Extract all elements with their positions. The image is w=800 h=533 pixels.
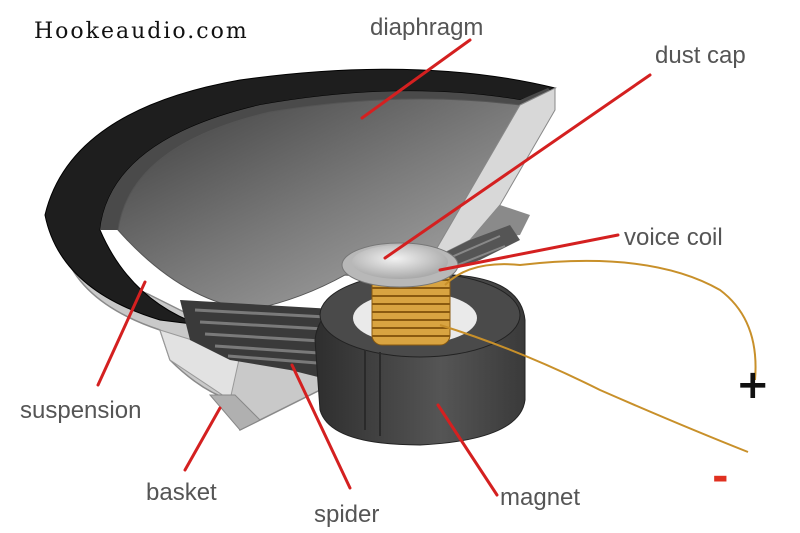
leader-basket <box>183 406 222 472</box>
leader-magnet <box>436 403 499 497</box>
label-suspension: suspension <box>20 397 141 424</box>
lead-wires <box>439 259 757 453</box>
leader-lines <box>96 38 652 497</box>
leader-spider <box>290 363 352 490</box>
leader-voice-coil <box>438 233 620 272</box>
leader-suspension <box>96 280 147 387</box>
label-magnet: magnet <box>500 484 580 511</box>
label-voice-coil: voice coil <box>624 224 723 251</box>
label-diaphragm: diaphragm <box>370 14 483 41</box>
leader-dust-cap <box>383 73 652 260</box>
diaphragm-cone <box>117 87 556 311</box>
label-plus-terminal: + <box>736 362 770 408</box>
label-basket: basket <box>146 479 217 506</box>
labels: diaphragm dust cap voice coil suspension… <box>20 14 770 528</box>
voice-coil <box>371 269 451 346</box>
label-minus-terminal: - <box>712 454 729 500</box>
dust-cap <box>341 242 459 288</box>
watermark-text: Hookeaudio.com <box>34 19 249 44</box>
label-spider: spider <box>314 501 379 528</box>
label-dust-cap: dust cap <box>655 42 746 69</box>
leader-diaphragm <box>360 38 472 120</box>
